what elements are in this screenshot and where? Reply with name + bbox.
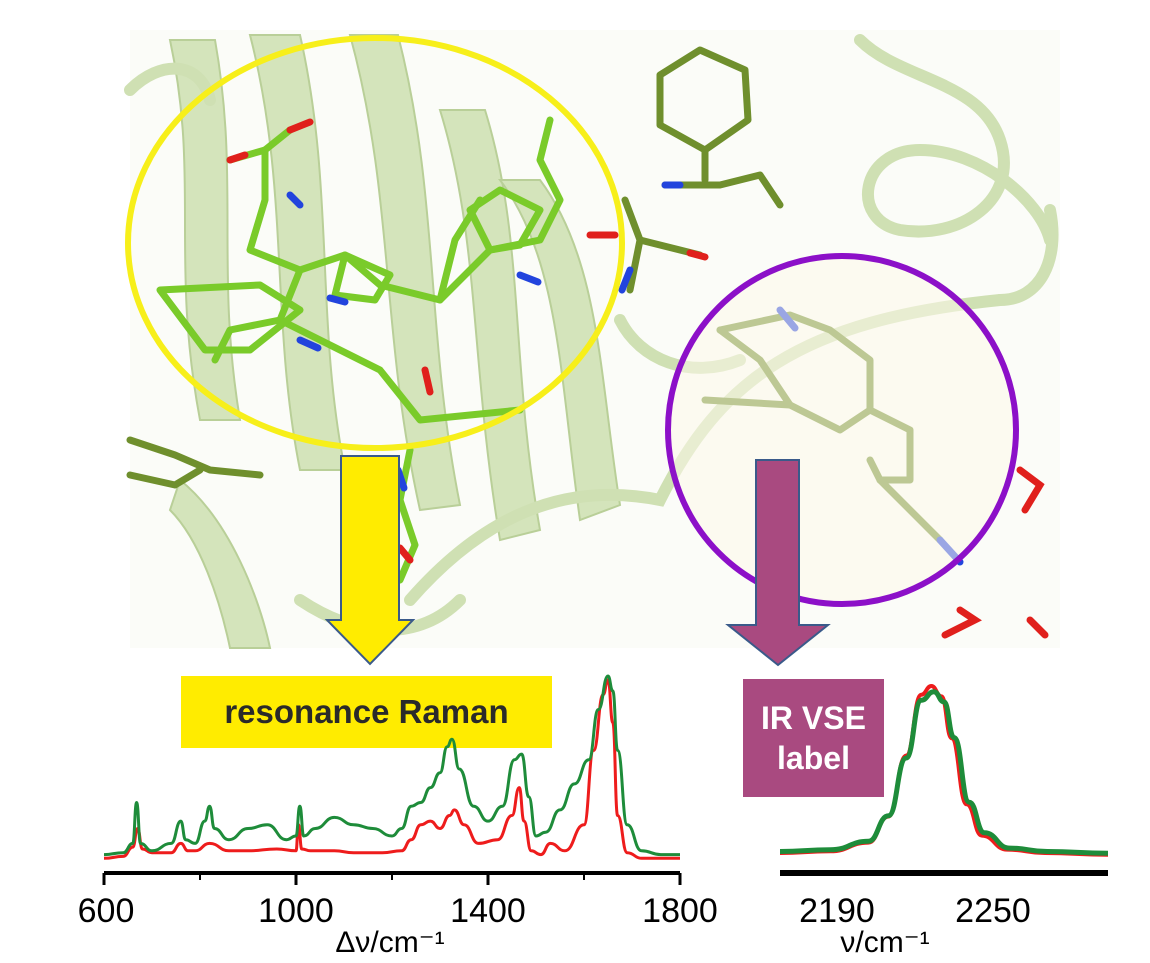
ir-series-green: [779, 689, 1109, 856]
residue-left-2: [126, 466, 204, 489]
bridge-bond: [436, 196, 484, 304]
nitrogen-atom-3: [296, 336, 322, 352]
pyrrole-ring-b: [331, 251, 394, 304]
water-molecules: [941, 466, 1049, 639]
oxygen-atom-5: [396, 544, 414, 564]
helix-right: [854, 34, 1056, 246]
nitrogen-atom-4: [516, 271, 542, 286]
pyrrole-ring-a: [156, 281, 304, 354]
nitrogen-atom-2: [326, 294, 349, 306]
down-arrow-yellow-icon: [324, 455, 416, 666]
pyrrole-link-1: [211, 266, 304, 364]
water-2: [941, 606, 982, 639]
ir-label-line-1: IR VSE: [761, 700, 866, 736]
ir-x-axis-title: ν/cm⁻¹: [840, 926, 930, 959]
raman-tick-label: 1000: [258, 892, 334, 930]
raman-spectrum-chart: [102, 674, 682, 885]
chromophore-tail: [396, 446, 419, 584]
down-arrow-purple-icon: [725, 459, 831, 667]
ir-label-line-2: label: [777, 740, 850, 776]
ir-spectrum-chart: [779, 683, 1109, 876]
nitrogen-atom-7: [618, 266, 634, 294]
raman-series-green: [103, 674, 680, 857]
yellow-highlight-circle: [125, 35, 625, 451]
residue-chain-right: [661, 171, 784, 209]
ir-label: IR VSE label: [743, 679, 884, 797]
nitrogen-atom-1: [286, 191, 304, 209]
oxygen-atom-6: [686, 249, 709, 261]
raman-series-red: [103, 678, 680, 860]
oxygen-atom-2: [286, 118, 314, 134]
phenyl-ring: [656, 46, 752, 154]
oxygen-atom-4: [421, 366, 434, 396]
purple-highlight-circle: [665, 253, 1019, 607]
raman-x-axis-title: Δν/cm⁻¹: [335, 926, 445, 959]
loop-top-left: [124, 62, 216, 106]
pyrrole-link-2: [276, 316, 524, 424]
raman-label-box: [181, 676, 552, 748]
loop-lower-left: [168, 478, 272, 649]
beta-strand-5: [498, 179, 622, 522]
ir-label-box: [743, 679, 884, 797]
residue-left-1: [126, 436, 264, 479]
water-3: [1026, 616, 1049, 639]
water-1: [1016, 466, 1045, 514]
ir-tick-label: 2250: [955, 892, 1031, 930]
raman-tick-label: 1400: [450, 892, 526, 930]
ir-tick-label: 2190: [799, 892, 875, 930]
raman-label: resonance Raman: [224, 693, 509, 730]
beta-strand-1: [168, 39, 242, 421]
oxygen-atom-1: [226, 151, 249, 164]
carboxyl-bond: [261, 126, 294, 154]
raman-tick-label: 1800: [642, 892, 718, 930]
raman-tick-label: 600: [77, 892, 135, 930]
chromophore-sticks: [156, 116, 564, 584]
loop-right: [994, 204, 1059, 306]
